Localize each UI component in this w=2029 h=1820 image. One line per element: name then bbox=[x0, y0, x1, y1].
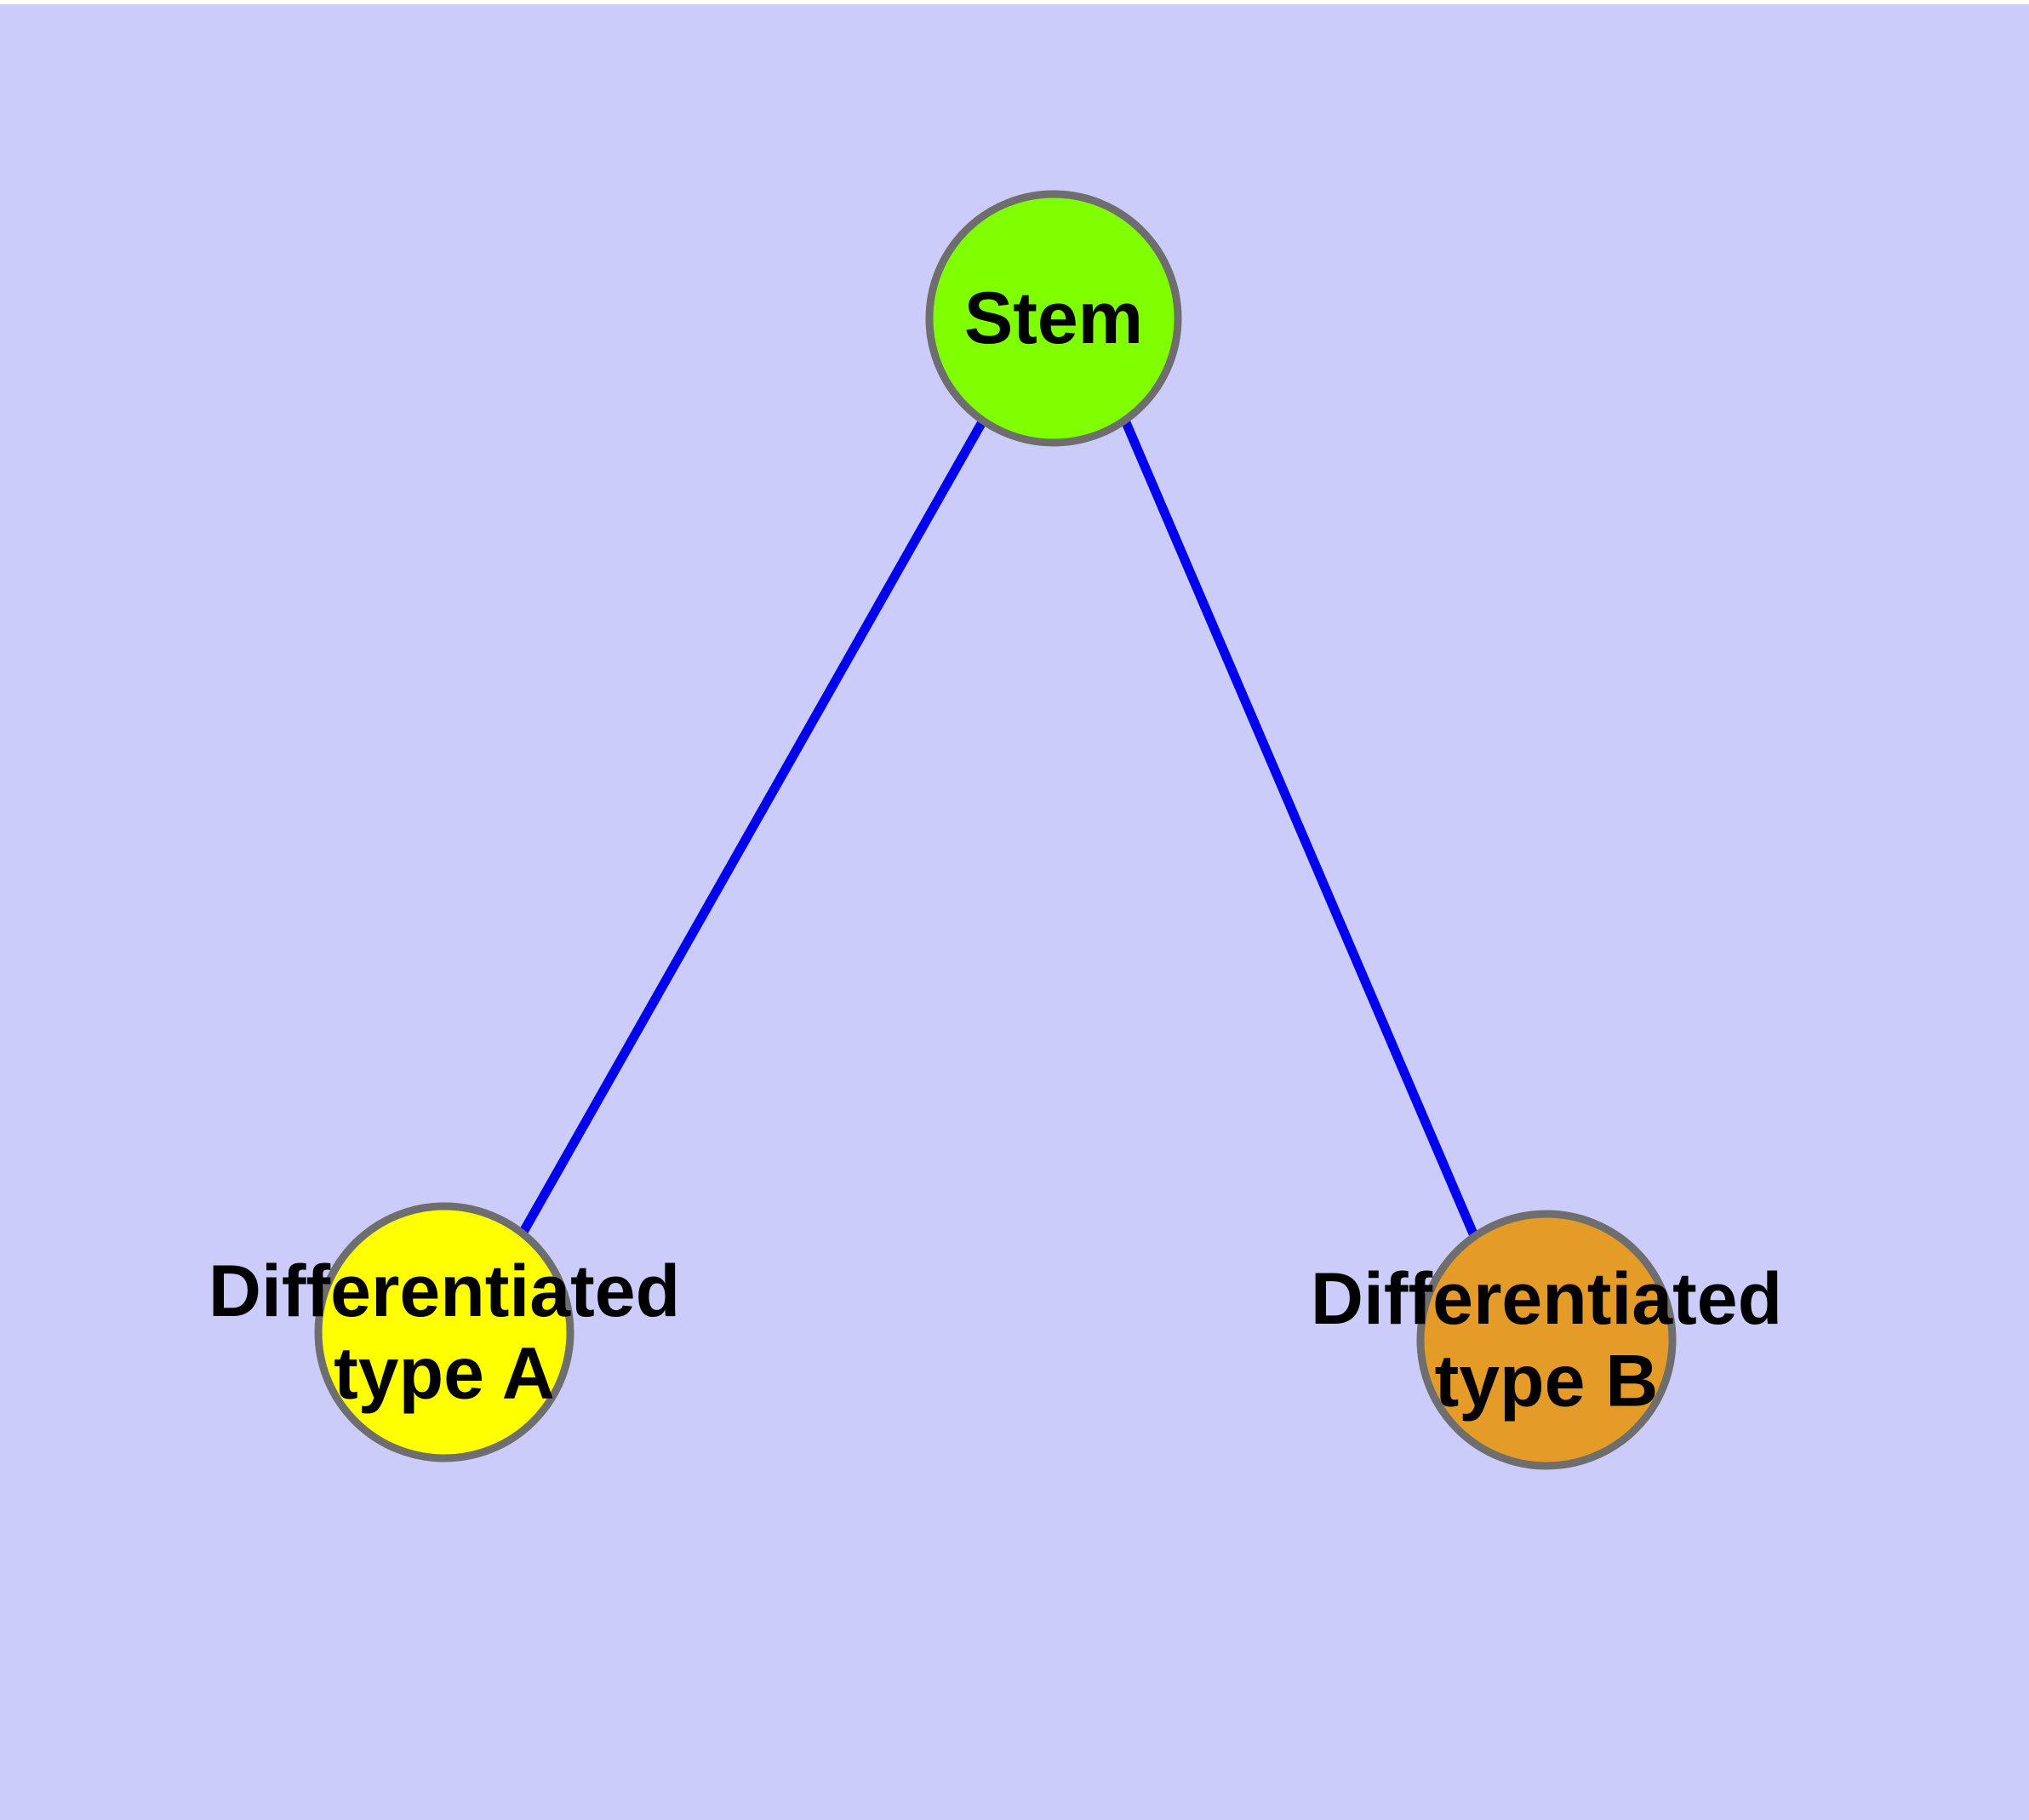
node-stem[interactable] bbox=[925, 190, 1182, 447]
nodes-layer bbox=[314, 190, 1677, 1470]
node-differentiated-type-a-circle[interactable] bbox=[314, 1202, 574, 1462]
node-stem-circle[interactable] bbox=[925, 190, 1182, 447]
node-differentiated-type-b-circle[interactable] bbox=[1416, 1210, 1677, 1470]
node-label-line: Stem bbox=[964, 278, 1143, 359]
edge-stem-to-differentiated-a[interactable] bbox=[519, 418, 987, 1234]
node-label-line: type B bbox=[1435, 1340, 1659, 1422]
node-label-line: Differentiated bbox=[1311, 1258, 1782, 1340]
node-label-line: type A bbox=[334, 1332, 555, 1414]
node-stem-label: Stem bbox=[964, 278, 1143, 359]
node-differentiated-type-b[interactable] bbox=[1416, 1210, 1677, 1470]
edge-stem-to-differentiated-b[interactable] bbox=[1120, 418, 1480, 1240]
node-label-line: Differentiated bbox=[209, 1251, 680, 1332]
node-differentiated-type-a[interactable] bbox=[314, 1202, 574, 1462]
edges-layer bbox=[519, 418, 1480, 1240]
